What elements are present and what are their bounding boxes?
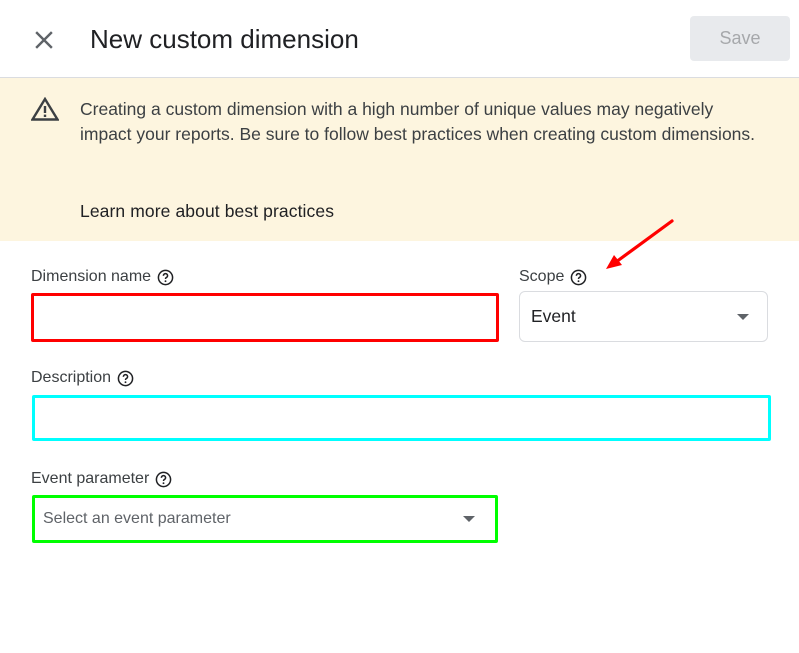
- scope-select[interactable]: Event: [519, 291, 768, 342]
- dialog-header: New custom dimension Save: [0, 0, 799, 78]
- help-circle-icon[interactable]: [117, 370, 134, 387]
- learn-more-link[interactable]: Learn more about best practices: [80, 201, 335, 221]
- close-icon: [35, 31, 53, 49]
- description-label: Description: [31, 368, 134, 388]
- chevron-down-icon: [737, 313, 749, 320]
- warning-banner: Creating a custom dimension with a high …: [0, 78, 799, 241]
- close-button[interactable]: [30, 26, 58, 54]
- save-button[interactable]: Save: [690, 16, 790, 61]
- description-field[interactable]: [35, 398, 768, 438]
- help-circle-icon[interactable]: [155, 471, 172, 488]
- event-parameter-select[interactable]: Select an event parameter: [32, 495, 498, 543]
- description-input[interactable]: [32, 395, 771, 441]
- scope-selected-value: Event: [531, 306, 576, 326]
- page-title: New custom dimension: [90, 24, 359, 54]
- warning-text: Creating a custom dimension with a high …: [80, 99, 756, 144]
- dimension-name-field[interactable]: [34, 296, 496, 339]
- dimension-name-input[interactable]: [31, 293, 499, 342]
- help-circle-icon[interactable]: [157, 269, 174, 286]
- event-parameter-label-text: Event parameter: [31, 470, 150, 487]
- event-parameter-label: Event parameter: [31, 469, 172, 489]
- scope-label-text: Scope: [519, 268, 565, 285]
- scope-label: Scope: [519, 267, 587, 287]
- dimension-name-label: Dimension name: [31, 267, 174, 287]
- event-parameter-placeholder: Select an event parameter: [43, 510, 231, 527]
- scope-help-icon[interactable]: [570, 269, 587, 286]
- warning-triangle-icon: [31, 97, 59, 121]
- description-label-text: Description: [31, 369, 112, 386]
- chevron-down-icon: [463, 516, 475, 522]
- dimension-name-label-text: Dimension name: [31, 268, 152, 285]
